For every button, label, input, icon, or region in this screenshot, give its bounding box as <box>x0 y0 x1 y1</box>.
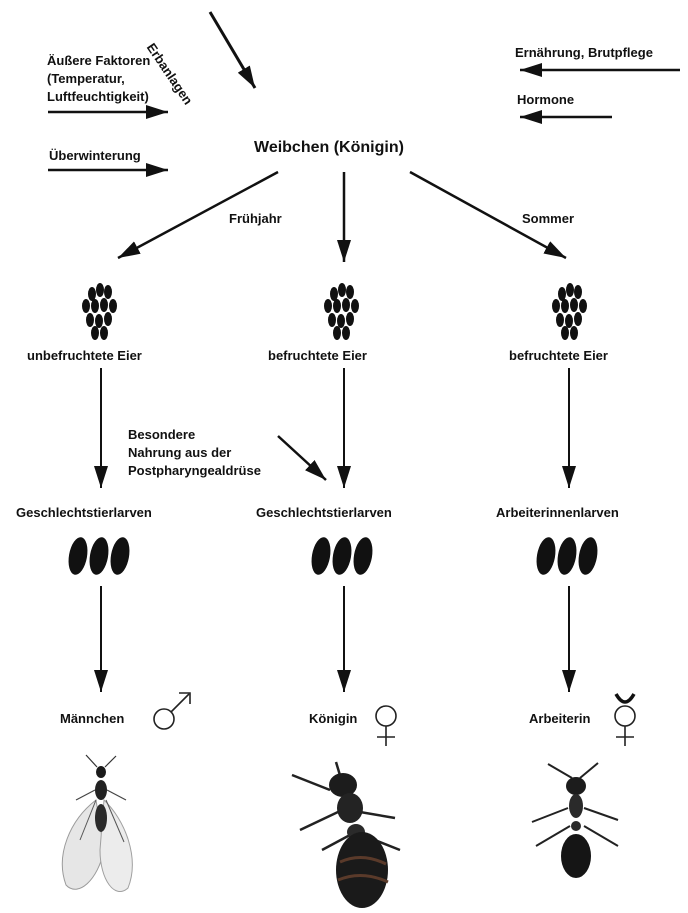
erbanlagen-arrow <box>210 12 255 88</box>
special-food-label-line2: Nahrung aus der <box>128 444 231 461</box>
special-food-label-line3: Postpharyngealdrüse <box>128 462 261 479</box>
worker-symbol <box>615 694 635 746</box>
female-symbol <box>376 706 396 746</box>
special-food-label-line1: Besondere <box>128 426 195 443</box>
larvae-left-label: Geschlechtstierlarven <box>16 504 152 521</box>
summer-label: Sommer <box>522 210 574 227</box>
egg-cluster-right <box>552 283 587 340</box>
nutrition-label: Ernährung, Brutpflege <box>515 44 653 61</box>
worker-ant-image <box>532 763 618 878</box>
eggs-left-label: unbefruchtete Eier <box>27 347 142 364</box>
male-symbol <box>154 693 190 729</box>
eggs-middle-label: befruchtete Eier <box>268 347 367 364</box>
hormones-label: Hormone <box>517 91 574 108</box>
external-factors-label-line3: Luftfeuchtigkeit) <box>47 88 149 105</box>
larvae-middle-label: Geschlechtstierlarven <box>256 504 392 521</box>
male-label: Männchen <box>60 710 124 727</box>
queen-label: Königin <box>309 710 357 727</box>
external-factors-label-line1: Äußere Faktoren <box>47 52 150 69</box>
external-factors-label-line2: (Temperatur, <box>47 70 125 87</box>
worker-label: Arbeiterin <box>529 710 590 727</box>
egg-cluster-left <box>82 283 117 340</box>
egg-cluster-middle <box>324 283 359 340</box>
larvae-middle <box>309 536 375 577</box>
special-food-arrow <box>278 436 326 480</box>
eggs-right-label: befruchtete Eier <box>509 347 608 364</box>
wintering-label: Überwinterung <box>49 147 141 164</box>
male-ant-image <box>62 755 132 892</box>
queen-title: Weibchen (Königin) <box>254 139 404 156</box>
larvae-left <box>66 536 132 577</box>
queen-ant-image <box>292 762 400 908</box>
larvae-right-label: Arbeiterinnenlarven <box>496 504 619 521</box>
spring-label: Frühjahr <box>229 210 282 227</box>
larvae-right <box>534 536 600 577</box>
